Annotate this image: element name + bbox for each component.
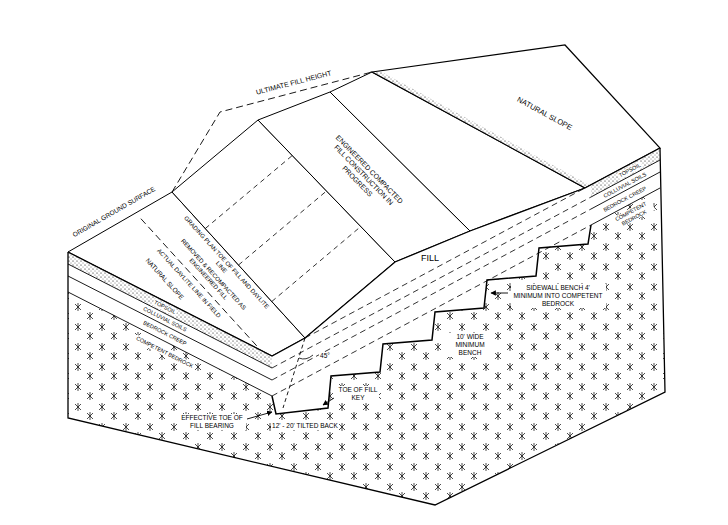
leader-line: [323, 398, 334, 405]
material-label: FILL: [420, 253, 440, 264]
natural-slope-top: [372, 45, 660, 188]
competent-bedrock: [68, 188, 665, 505]
surface-label: NATURAL SLOPE: [515, 94, 575, 132]
angle-label: 45°: [319, 352, 331, 360]
callout-note: SIDEWALL BENCH 4' MINIMUM INTO COMPETENT…: [511, 284, 606, 307]
leader-line: [247, 412, 272, 419]
bearing-line: [283, 338, 305, 408]
leader-line: [491, 293, 508, 294]
callout-note: TOE OF FILL KEY: [337, 386, 379, 402]
callout-note: 10' WIDE MINIMUM BENCH: [447, 333, 493, 356]
callout-note: EFFECTIVE TOE OF FILL BEARING: [178, 414, 246, 430]
surface-label: ENGINEERED COMPACTED FILL CONSTRUCTION I…: [316, 128, 411, 224]
angle-arc: [299, 355, 313, 359]
bench-cut: [272, 225, 591, 414]
dimension-label: 12' - 20' TILTED BACK: [271, 422, 339, 430]
cross-section: [68, 148, 665, 505]
topsoil-stipple: [372, 71, 593, 188]
block-outline: [68, 148, 665, 505]
dimension-label: ULTIMATE FILL HEIGHT: [254, 69, 333, 97]
surface-label: ORIGINAL GROUND SURFACE: [70, 185, 157, 240]
topsoil-stipple: [591, 148, 660, 197]
